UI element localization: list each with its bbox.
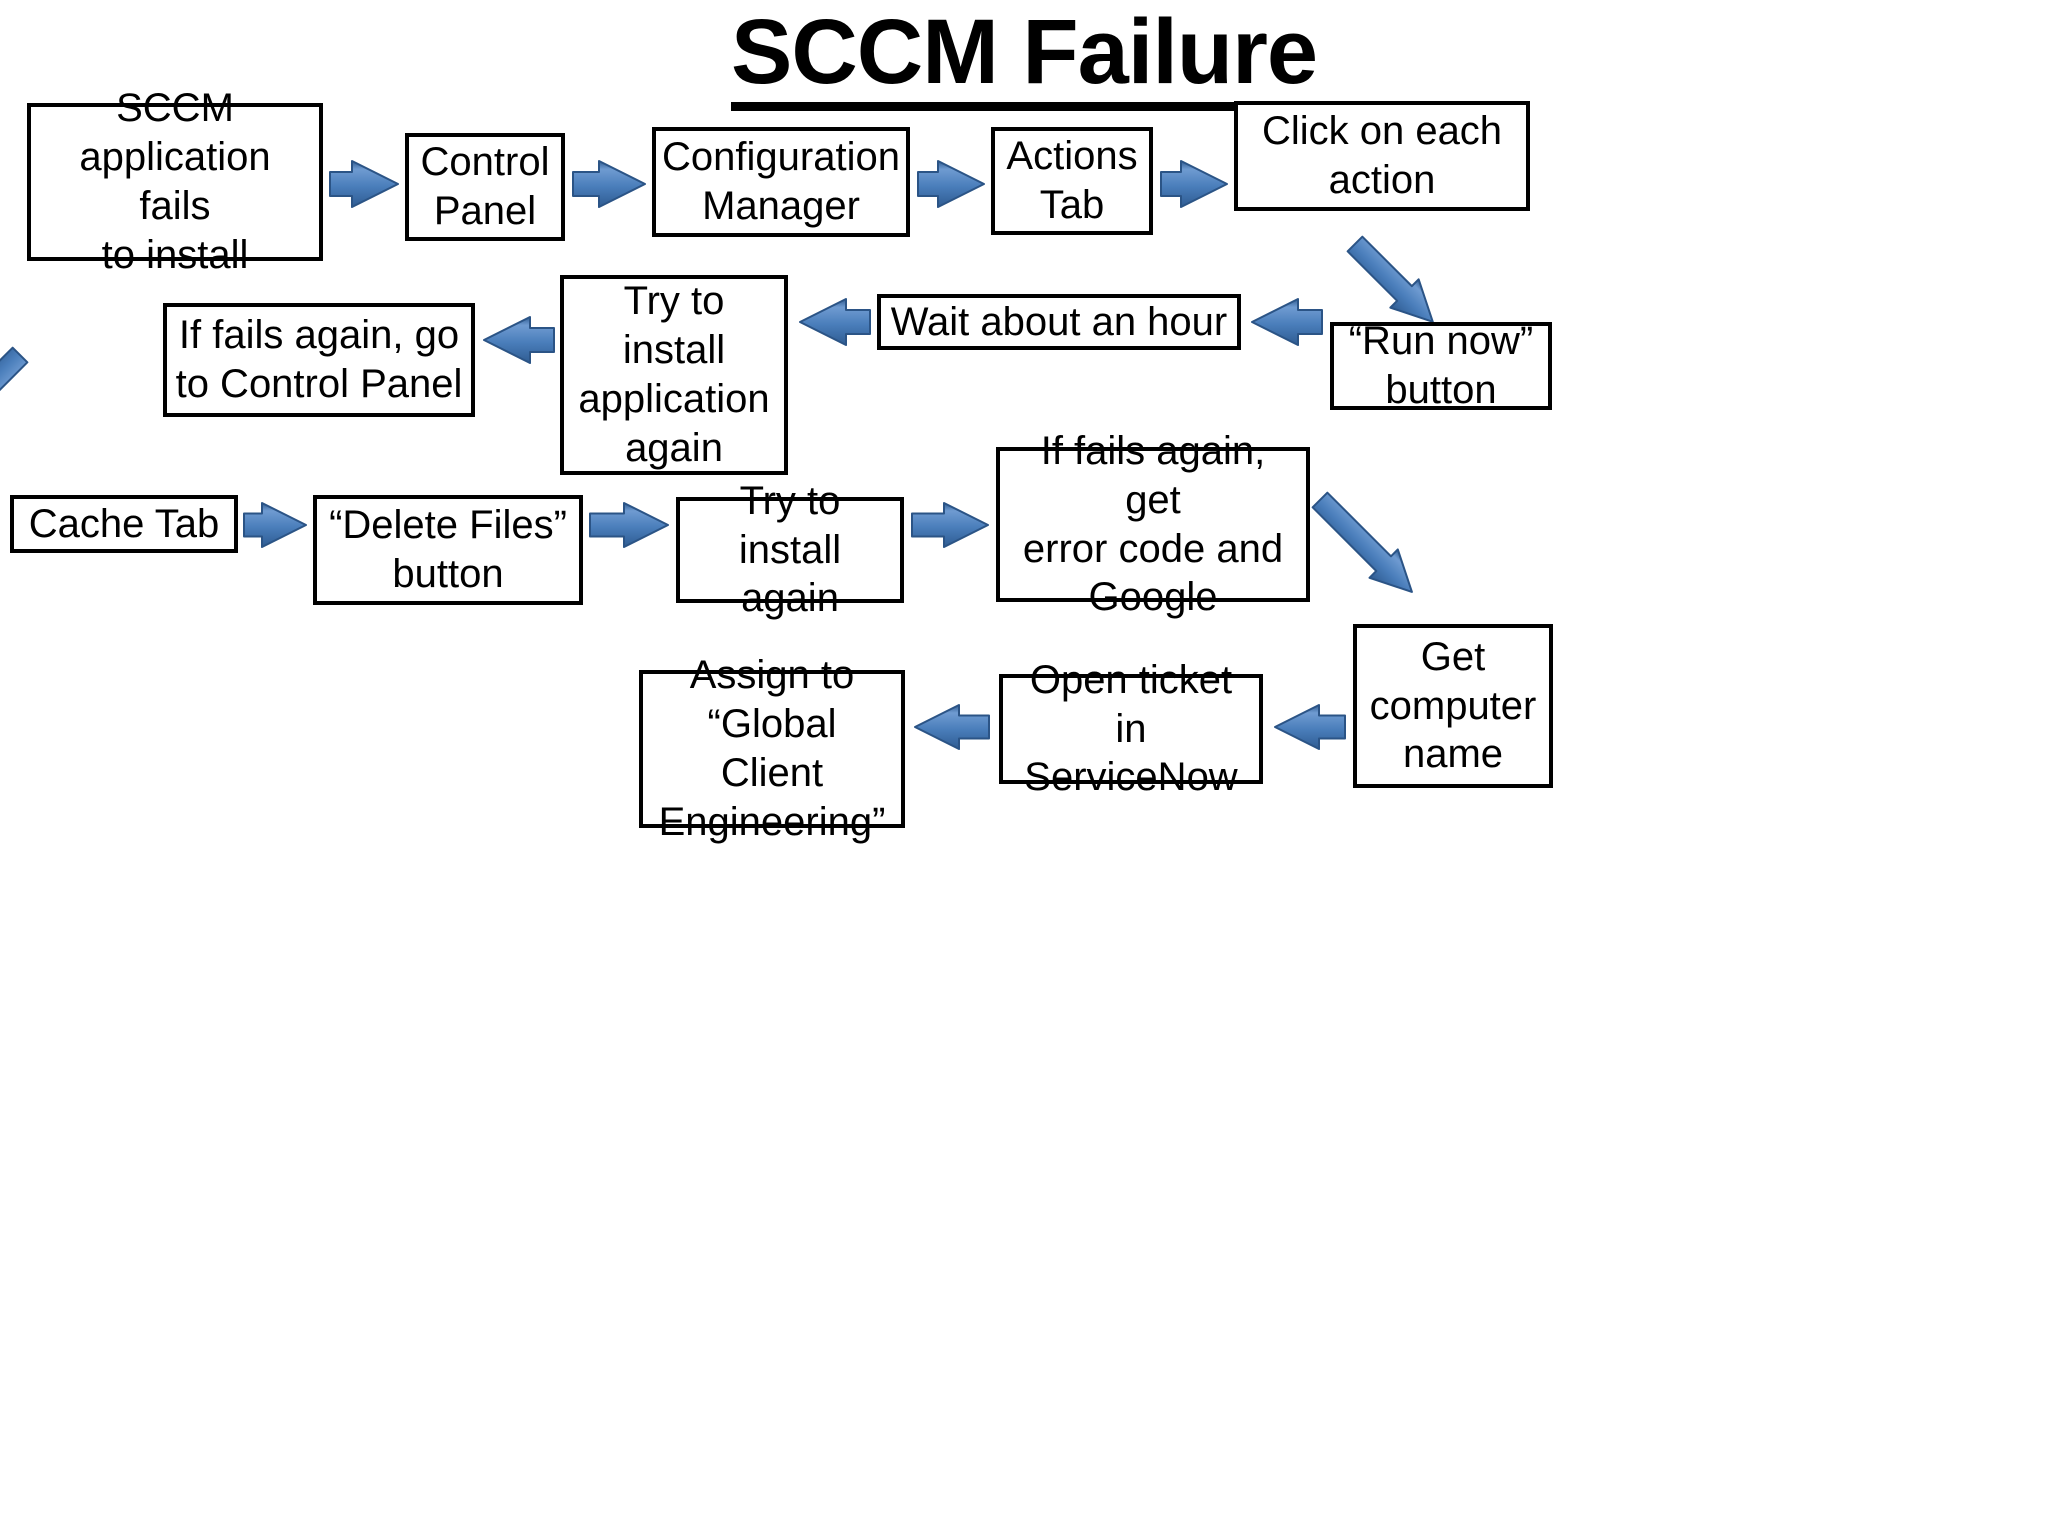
flow-node-try-install-again-1[interactable]: Try to install application again [560, 275, 788, 475]
page-title: SCCM Failure [0, 5, 2048, 111]
flow-node-click-each-action[interactable]: Click on each action [1234, 101, 1530, 211]
flow-node-run-now[interactable]: “Run now” button [1330, 319, 1552, 412]
arrow-ticket-to-assign-icon [914, 704, 990, 750]
arrow-config-to-actions-icon [917, 160, 985, 208]
flow-node-assign-global[interactable]: Assign to “Global Client Engineering” [639, 653, 905, 844]
flow-node-cache-tab[interactable]: Cache Tab [10, 495, 238, 553]
arrow-actions-to-click-icon [1160, 160, 1228, 208]
arrow-control-panel-to-config-icon [572, 160, 646, 208]
arrow-sccm-to-control-panel-icon [329, 160, 399, 208]
arrow-if-fails-to-cache-icon [0, 341, 34, 454]
flow-node-config-manager[interactable]: Configuration Manager [652, 127, 910, 237]
flow-node-get-error-google[interactable]: If fails again, get error code and Googl… [996, 429, 1310, 619]
flow-node-open-ticket[interactable]: Open ticket in ServiceNow [999, 658, 1263, 799]
arrow-computer-name-to-ticket-icon [1274, 704, 1346, 750]
flow-node-control-panel[interactable]: Control Panel [405, 133, 565, 241]
arrow-click-to-runnow-icon [1341, 230, 1447, 336]
arrow-runnow-to-wait-icon [1251, 298, 1323, 346]
flow-node-actions-tab[interactable]: Actions Tab [991, 127, 1153, 235]
flow-node-get-computer-name[interactable]: Get computer name [1353, 624, 1553, 788]
flow-node-if-fails-control-panel[interactable]: If fails again, go to Control Panel [163, 303, 475, 417]
flow-node-sccm-fails[interactable]: SCCM application fails to install [27, 86, 323, 277]
flow-node-delete-files[interactable]: “Delete Files” button [313, 495, 583, 605]
arrow-try-install-to-if-fails-icon [483, 316, 555, 364]
arrow-delete-to-try-again-icon [589, 502, 669, 548]
arrow-cache-to-delete-icon [243, 502, 307, 548]
flow-node-wait-hour[interactable]: Wait about an hour [877, 294, 1241, 350]
arrow-try-again-to-error-code-icon [911, 502, 989, 548]
arrow-wait-to-try-install-icon [799, 298, 871, 346]
arrow-error-code-to-computer-name-icon [1306, 486, 1426, 606]
page-title-text: SCCM Failure [730, 5, 1318, 111]
flow-node-try-install-again-2[interactable]: Try to install again [676, 479, 904, 620]
